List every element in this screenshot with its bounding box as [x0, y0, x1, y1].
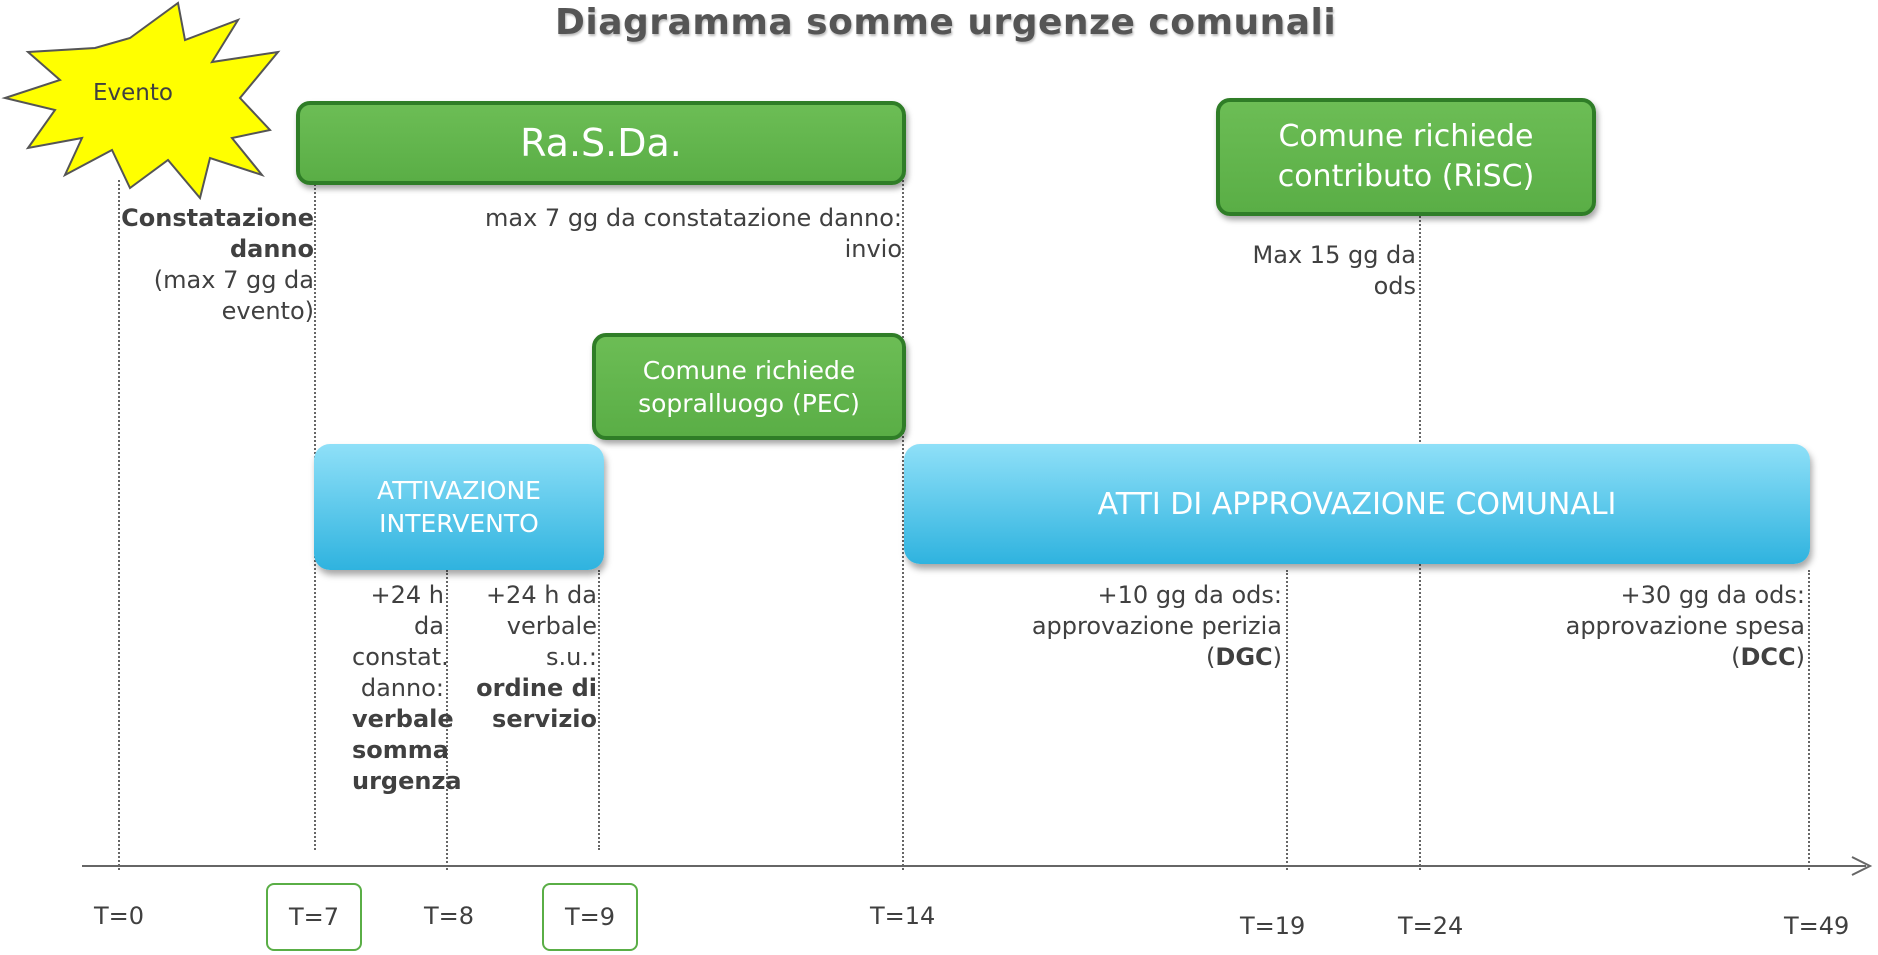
constatazione-bold: Constatazione danno	[121, 204, 314, 263]
axis-arrow-icon	[1851, 856, 1873, 876]
rasda-box: Ra.S.Da.	[296, 101, 906, 185]
dgc-open-paren: (	[1206, 643, 1216, 671]
ordine-bold: ordine di servizio	[476, 674, 597, 733]
dgc-pre: +10 gg da ods: approvazione perizia	[1031, 581, 1282, 640]
event-label: Evento	[93, 80, 173, 106]
dcc-pre: +30 gg da ods: approvazione spesa	[1565, 581, 1805, 640]
ordine-pre: +24 h da verbale s.u.:	[485, 581, 597, 671]
dgc-bold: DGC	[1215, 643, 1273, 671]
atti-label: ATTI DI APPROVAZIONE COMUNALI	[1097, 486, 1617, 522]
guide-line-t49	[1808, 570, 1810, 870]
ordine-note: +24 h da verbale s.u.: ordine di servizi…	[470, 580, 597, 735]
sopralluogo-box: Comune richiede sopralluogo (PEC)	[592, 333, 906, 440]
dcc-note: +30 gg da ods: approvazione spesa (DCC)	[1460, 580, 1805, 673]
verbale-bold: verbale somma urgenza	[352, 705, 462, 795]
dcc-bold: DCC	[1740, 643, 1796, 671]
dgc-note: +10 gg da ods: approvazione perizia (DGC…	[950, 580, 1282, 673]
tick-label-t14: T=14	[870, 902, 936, 930]
time-axis	[82, 856, 1873, 876]
dcc-open-paren: (	[1731, 643, 1741, 671]
constatazione-note: Constatazione danno (max 7 gg da evento)	[120, 203, 314, 327]
dgc-close-paren: )	[1272, 643, 1282, 671]
tick-label-t19: T=19	[1240, 912, 1306, 940]
guide-line-t9	[598, 570, 600, 850]
contributo-box: Comune richiede contributo (RiSC)	[1216, 98, 1596, 216]
contributo-label: Comune richiede contributo (RiSC)	[1277, 119, 1535, 194]
diagram-title: Diagramma somme urgenze comunali	[555, 2, 1337, 43]
tick-label-t24: T=24	[1398, 912, 1464, 940]
tick-label-t7: T=7	[266, 883, 362, 951]
guide-line-t8	[446, 570, 448, 870]
tick-label-t8: T=8	[424, 902, 475, 930]
dcc-close-paren: )	[1795, 643, 1805, 671]
atti-box: ATTI DI APPROVAZIONE COMUNALI	[904, 444, 1810, 564]
guide-line-t14	[902, 160, 904, 870]
attivazione-box: ATTIVAZIONE INTERVENTO	[314, 444, 604, 570]
verbale-pre: +24 h da constat. danno:	[352, 581, 449, 702]
tick-label-t49: T=49	[1784, 912, 1850, 940]
rasda-label: Ra.S.Da.	[520, 121, 682, 165]
verbale-note: +24 h da constat. danno: verbale somma u…	[352, 580, 462, 797]
sopralluogo-label: Comune richiede sopralluogo (PEC)	[638, 355, 860, 418]
risc-note: Max 15 gg da ods	[1252, 241, 1416, 300]
tick-label-t0: T=0	[94, 902, 145, 930]
attivazione-label: ATTIVAZIONE INTERVENTO	[377, 476, 541, 538]
tick-label-t9: T=9	[542, 883, 638, 951]
rasda-note: max 7 gg da constatazione danno: invio	[485, 204, 902, 263]
constatazione-rest: (max 7 gg da evento)	[153, 266, 314, 325]
event-star-icon	[1, 1, 281, 200]
guide-line-t0	[118, 180, 120, 870]
guide-line-t19	[1286, 570, 1288, 870]
